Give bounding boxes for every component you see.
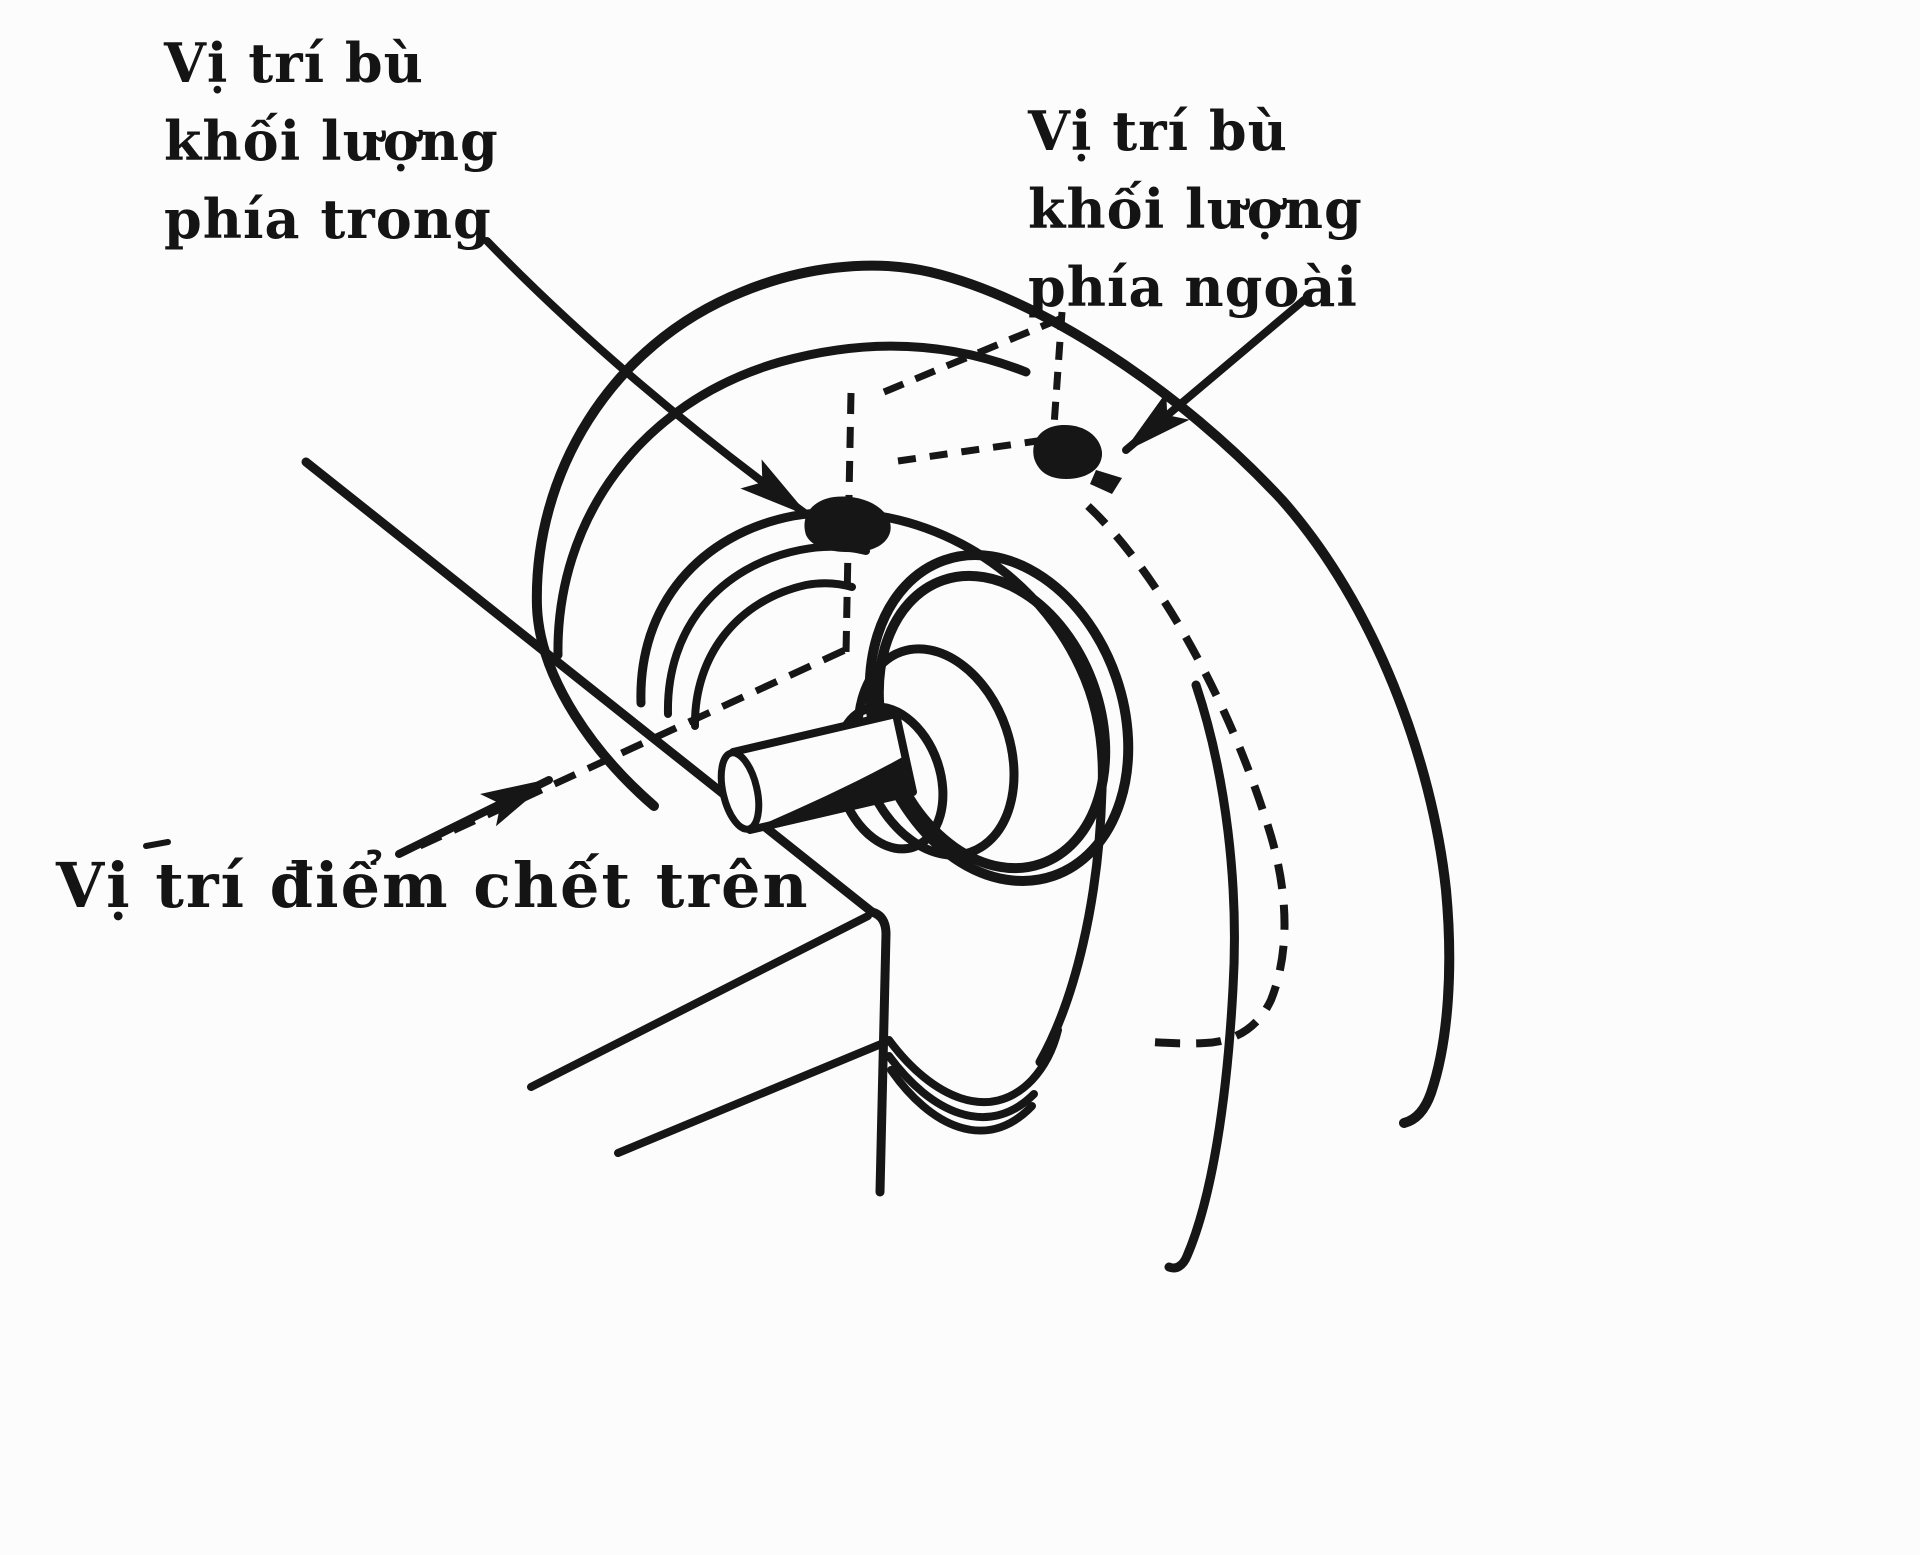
label-outer-line-1: Vị trí bù (1028, 99, 1288, 163)
tire-near-sidewall-top-edge (553, 341, 1031, 660)
balancer-shaft (717, 710, 917, 834)
inner-weight-blob (804, 496, 891, 553)
label-outer-line-2: khối lượng (1028, 177, 1363, 241)
outer-weight-blob (1033, 424, 1103, 479)
shaft-end-cap (717, 749, 763, 833)
hidden-line-rim-width-lower (897, 434, 1059, 465)
stray-mark (143, 839, 171, 849)
table-front-bottom-edge (614, 1038, 890, 1157)
arrow-top-dead-center (395, 776, 553, 858)
hidden-arc-rear-rim (1085, 503, 1289, 1048)
outer-weight-chip (1090, 470, 1122, 494)
label-inner-line-3: phía trong (164, 187, 492, 251)
arrow-inner-weight (483, 237, 810, 518)
table-back-edge (301, 457, 877, 917)
leader-arrows (395, 237, 1308, 858)
balancer-table (143, 457, 891, 1197)
balance-weights (804, 424, 1122, 553)
label-outer-weight-position: Vị trí bù khối lượng phía ngoài (1028, 92, 1363, 326)
table-corner-vertical-edge (875, 929, 891, 1197)
rim-bottom-arc-3 (887, 1066, 1036, 1135)
tire-outer-silhouette (531, 260, 1455, 1128)
label-outer-line-3: phía ngoài (1028, 255, 1358, 319)
label-inner-weight-position: Vị trí bù khối lượng phía trong (164, 24, 499, 258)
shaft-shadow (750, 754, 913, 830)
arrow-outer-weight (1122, 296, 1308, 454)
rim-inner-arc (690, 579, 856, 730)
rim-bottom-arc-1 (885, 1026, 1062, 1107)
rim-bottom-arc-2 (885, 1052, 1038, 1122)
label-inner-line-1: Vị trí bù (164, 31, 424, 95)
tire-rear-lower-edge (1164, 680, 1239, 1273)
tire-outline (531, 260, 1455, 1273)
label-top-dead-center: Vị trí điểm chết trên (56, 846, 810, 926)
table-front-top-edge (527, 912, 872, 1091)
label-tdc-line: Vị trí điểm chết trên (56, 849, 810, 922)
hidden-line-outer-weight-vertical (1049, 311, 1066, 441)
hidden-line-inner-weight-vertical (842, 392, 855, 654)
label-inner-line-2: khối lượng (164, 109, 499, 173)
